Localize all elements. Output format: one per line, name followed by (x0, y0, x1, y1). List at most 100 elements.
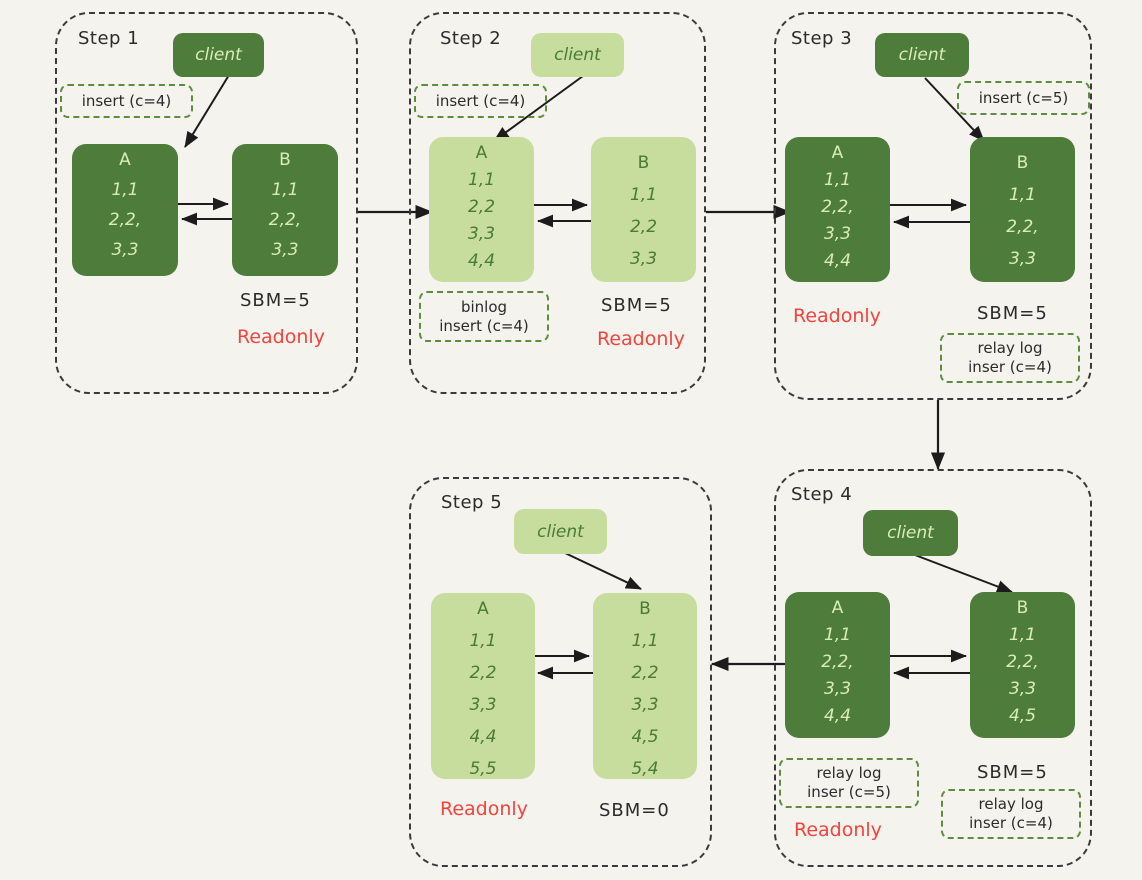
node-row: 4,4 (823, 251, 852, 271)
step5-frame (409, 477, 712, 867)
step2-frame (409, 12, 706, 394)
annotation-line: inser (c=4) (969, 814, 1053, 832)
step3-label: Step 3 (791, 28, 853, 49)
step3-node-a[interactable]: A 1,1 2,2, 3,3 4,4 (785, 137, 890, 282)
node-row: 2,2, (821, 652, 854, 672)
step2-readonly-label: Readonly (597, 328, 685, 350)
node-row: 4,5 (1008, 706, 1037, 726)
node-row: 4,4 (469, 727, 497, 747)
node-row: 1,1 (467, 170, 496, 190)
node-row: 5,5 (469, 759, 497, 779)
step1-node-a[interactable]: A 1,1 2,2, 3,3 (72, 144, 178, 276)
node-row: 2,2 (629, 217, 658, 237)
node-row: 1,1 (1008, 185, 1037, 205)
node-row: 3,3 (631, 695, 659, 715)
step3-readonly-label: Readonly (793, 305, 881, 327)
node-row: 2,2 (631, 663, 659, 683)
step2-sbm-label: SBM=5 (601, 295, 672, 316)
step1-node-b[interactable]: B 1,1 2,2, 3,3 (232, 144, 338, 276)
node-row: 3,3 (467, 224, 496, 244)
annotation-line: insert (c=4) (439, 316, 529, 335)
node-row: 1,1 (823, 625, 852, 645)
step1-frame (55, 12, 358, 394)
step5-sbm-label: SBM=0 (599, 800, 670, 821)
step4-relaylog-b-annotation: relay log inser (c=4) (941, 789, 1081, 839)
step1-client-box[interactable]: client (173, 33, 264, 77)
step3-node-b[interactable]: B 1,1 2,2, 3,3 (970, 137, 1075, 282)
step3-frame (774, 12, 1092, 400)
step2-node-b[interactable]: B 1,1 2,2 3,3 (591, 137, 696, 282)
step1-sbm-label: SBM=5 (240, 290, 311, 311)
node-title: A (475, 143, 488, 163)
annotation-line: insert (c=4) (81, 91, 172, 110)
node-row: 5,4 (631, 759, 659, 779)
node-row: 2,2, (268, 210, 302, 230)
node-row: 3,3 (271, 240, 299, 260)
step1-readonly-label: Readonly (237, 326, 325, 348)
step4-label: Step 4 (791, 484, 853, 505)
step2-insert-annotation: insert (c=4) (414, 84, 547, 118)
step2-client-box[interactable]: client (531, 33, 624, 77)
step4-client-box[interactable]: client (863, 510, 958, 556)
node-row: 1,1 (823, 170, 852, 190)
node-title: A (831, 143, 844, 163)
step5-client-box[interactable]: client (514, 509, 607, 554)
annotation-line: relay log (977, 339, 1043, 358)
node-title: A (477, 599, 489, 619)
node-row: 3,3 (629, 249, 658, 269)
step2-node-a[interactable]: A 1,1 2,2 3,3 4,4 (429, 137, 534, 282)
node-row: 2,2, (108, 210, 142, 230)
annotation-line: insert (c=4) (435, 91, 526, 110)
node-row: 1,1 (271, 180, 299, 200)
node-row: 2,2, (1006, 217, 1039, 237)
step4-node-a[interactable]: A 1,1 2,2, 3,3 4,4 (785, 592, 890, 738)
step5-node-a[interactable]: A 1,1 2,2 3,3 4,4 5,5 (431, 593, 535, 779)
step4-frame (774, 469, 1092, 867)
node-row: 4,4 (467, 251, 496, 271)
annotation-line: relay log (978, 795, 1044, 814)
node-title: A (119, 150, 131, 170)
step3-relaylog-annotation: relay log inser (c=4) (940, 333, 1080, 383)
node-row: 1,1 (1008, 625, 1037, 645)
node-row: 2,2, (821, 197, 854, 217)
node-title: B (279, 150, 291, 170)
step3-insert-annotation: insert (c=5) (957, 81, 1090, 115)
step3-client-box[interactable]: client (875, 33, 969, 77)
node-row: 1,1 (111, 180, 139, 200)
node-row: 1,1 (631, 631, 659, 651)
node-row: 4,4 (823, 706, 852, 726)
step5-node-b[interactable]: B 1,1 2,2 3,3 4,5 5,4 (593, 593, 697, 779)
annotation-line: inser (c=4) (968, 358, 1052, 376)
node-row: 3,3 (1008, 679, 1037, 699)
step4-readonly-label: Readonly (794, 819, 882, 841)
step4-node-b[interactable]: B 1,1 2,2, 3,3 4,5 (970, 592, 1075, 738)
node-row: 3,3 (823, 224, 852, 244)
node-title: B (1016, 598, 1029, 618)
step1-insert-annotation: insert (c=4) (60, 84, 193, 118)
step3-sbm-label: SBM=5 (977, 303, 1048, 324)
node-title: B (639, 599, 651, 619)
node-row: 2,2, (1006, 652, 1039, 672)
step2-label: Step 2 (440, 28, 502, 49)
step4-relaylog-a-annotation: relay log inser (c=5) (779, 758, 919, 808)
node-row: 2,2 (467, 197, 496, 217)
step4-sbm-label: SBM=5 (977, 762, 1048, 783)
node-row: 4,5 (631, 727, 659, 747)
node-row: 3,3 (823, 679, 852, 699)
node-title: B (637, 153, 650, 173)
node-row: 3,3 (1008, 249, 1037, 269)
step5-label: Step 5 (441, 492, 503, 513)
node-row: 3,3 (111, 240, 139, 260)
step5-readonly-label: Readonly (440, 798, 528, 820)
node-title: B (1016, 153, 1029, 173)
step2-binlog-annotation: binlog insert (c=4) (419, 291, 549, 342)
node-row: 1,1 (629, 185, 658, 205)
annotation-line: binlog (460, 297, 508, 316)
annotation-line: insert (c=5) (978, 88, 1069, 107)
node-title: A (831, 598, 844, 618)
annotation-line: relay log (816, 764, 882, 783)
annotation-line: inser (c=5) (807, 783, 891, 801)
node-row: 3,3 (469, 695, 497, 715)
node-row: 1,1 (469, 631, 497, 651)
